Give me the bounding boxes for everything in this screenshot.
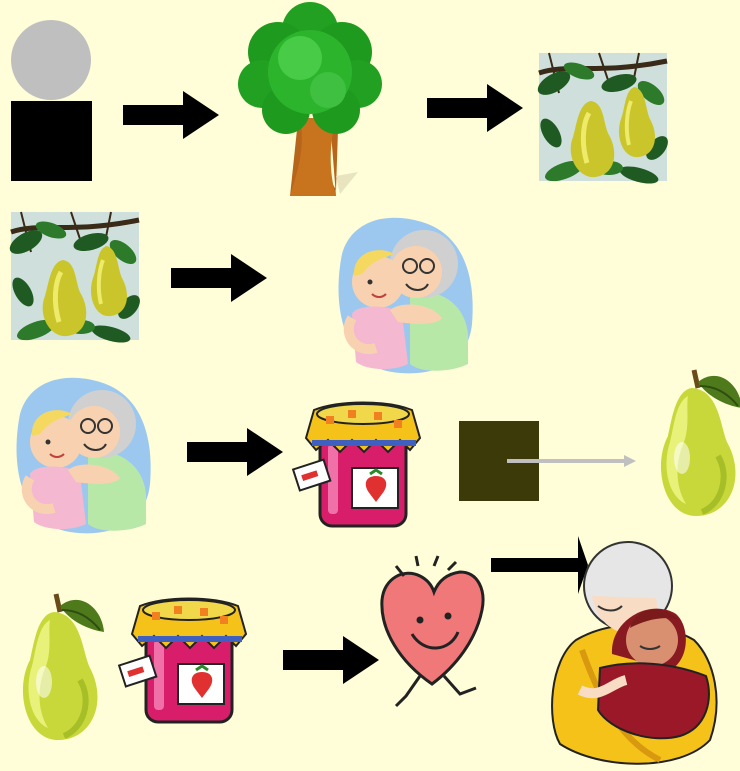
heart-character-icon: [382, 556, 483, 706]
right-arrow: [491, 536, 588, 594]
pear-tree-photo: [6, 212, 144, 346]
pear-icon: [661, 370, 740, 516]
jam-jar-icon: [119, 599, 246, 723]
person-head: [11, 20, 91, 100]
right-arrow: [123, 91, 219, 139]
right-arrow: [283, 636, 379, 684]
grandma-hug-clipart: [17, 378, 151, 534]
pear-icon: [23, 594, 104, 740]
jam-jar-icon: [293, 403, 420, 527]
pear-tree-photo: [534, 53, 672, 187]
right-arrow: [427, 84, 523, 132]
person-icon: [11, 20, 92, 181]
grandma-hug-clipart: [339, 218, 473, 374]
elderly-couple-hug-clipart: [552, 542, 716, 764]
right-arrow: [171, 254, 267, 302]
person-body: [11, 101, 92, 181]
right-arrow: [187, 428, 283, 476]
tree-icon: [238, 2, 382, 196]
